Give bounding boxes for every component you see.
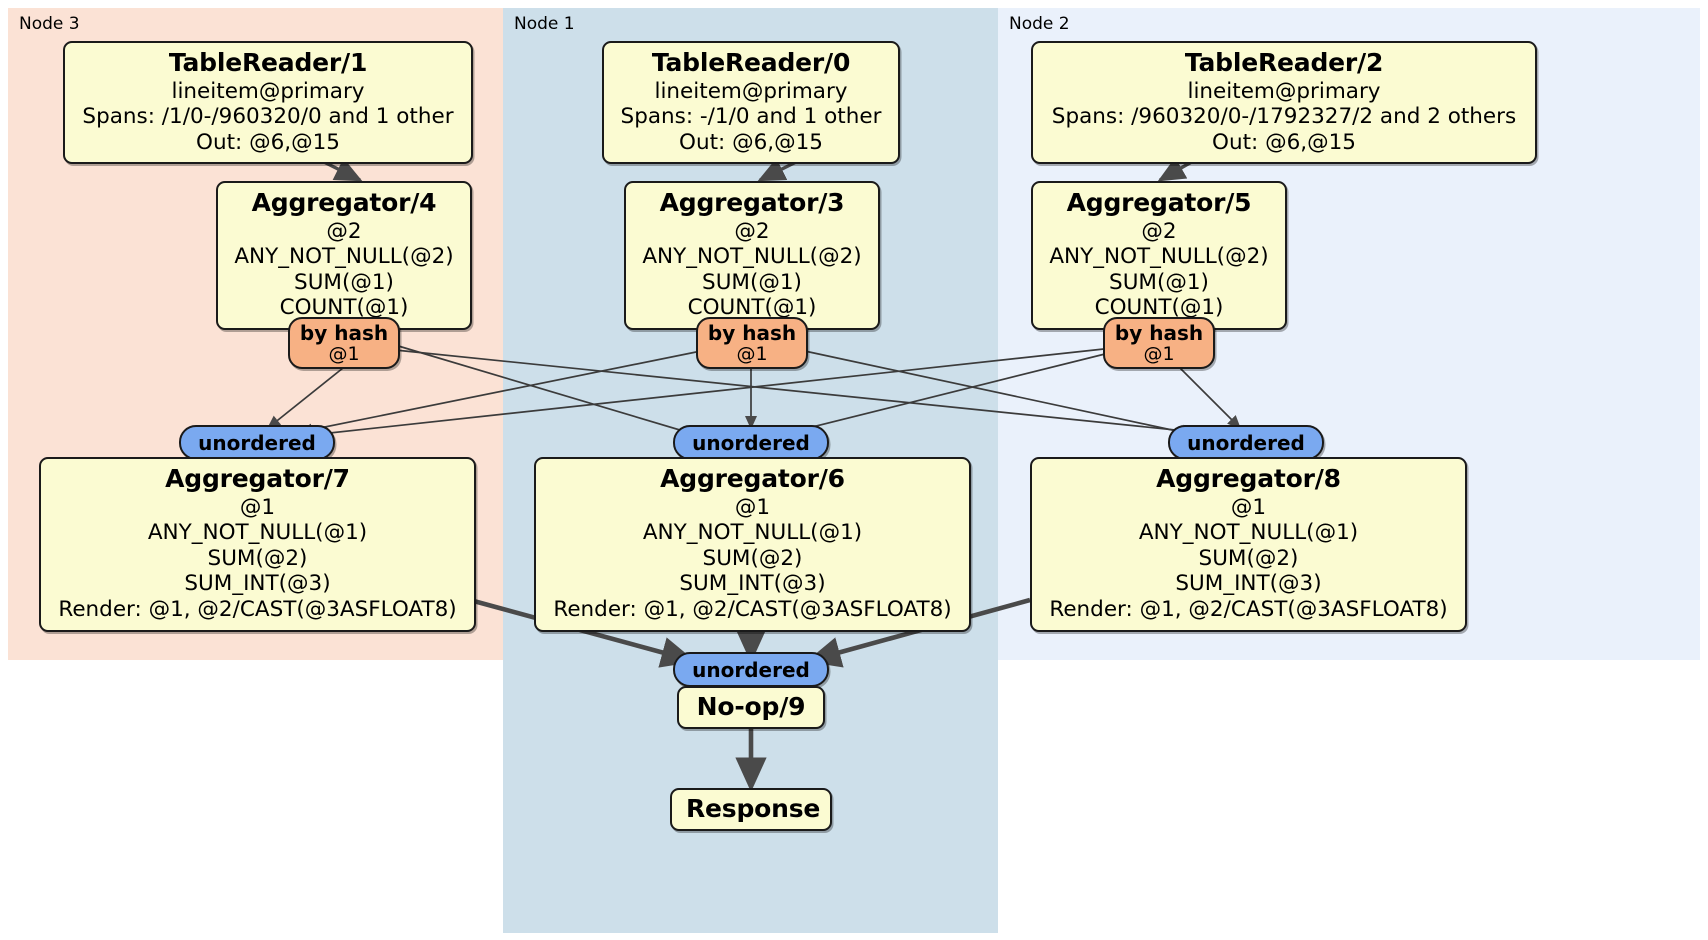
processor-line: COUNT(@1)	[687, 295, 817, 321]
processor-line: ANY_NOT_NULL(@2)	[1049, 244, 1269, 270]
processor-title: Response	[686, 794, 821, 823]
processor-response[interactable]: Response	[670, 788, 832, 831]
router-title: unordered	[198, 431, 316, 455]
router-subtitle: @1	[328, 343, 360, 366]
processor-line: @2	[1141, 218, 1177, 244]
processor-line: lineitem@primary	[1187, 78, 1381, 104]
router-unordered-left[interactable]: unordered	[179, 425, 335, 460]
processor-line: Spans: -/1/0 and 1 other	[620, 104, 882, 130]
processor-tablereader-0[interactable]: TableReader/0 lineitem@primary Spans: -/…	[602, 41, 900, 165]
processor-line: @2	[734, 218, 770, 244]
processor-aggregator-4[interactable]: Aggregator/4 @2 ANY_NOT_NULL(@2) SUM(@1)…	[216, 181, 472, 331]
processor-line: SUM(@1)	[1109, 269, 1209, 295]
processor-line: Render: @1, @2/CAST(@3ASFLOAT8)	[1049, 597, 1448, 623]
processor-line: @2	[326, 218, 362, 244]
processor-line: ANY_NOT_NULL(@1)	[147, 520, 368, 546]
processor-title: Aggregator/4	[251, 188, 437, 217]
region-node-3-label: Node 3	[19, 14, 80, 34]
processor-line: ANY_NOT_NULL(@1)	[642, 520, 863, 546]
processor-line: Out: @6,@15	[1212, 129, 1356, 155]
processor-line: SUM_INT(@3)	[679, 571, 826, 597]
processor-aggregator-8[interactable]: Aggregator/8 @1 ANY_NOT_NULL(@1) SUM(@2)…	[1030, 457, 1467, 632]
processor-tablereader-2[interactable]: TableReader/2 lineitem@primary Spans: /9…	[1031, 41, 1537, 165]
processor-line: COUNT(@1)	[1094, 295, 1224, 321]
processor-line: Out: @6,@15	[679, 129, 823, 155]
router-by-hash-right[interactable]: by hash @1	[1103, 317, 1215, 369]
processor-line: Spans: /960320/0-/1792327/2 and 2 others	[1051, 104, 1517, 130]
region-node-1-label: Node 1	[514, 14, 575, 34]
router-title: by hash	[1114, 321, 1204, 345]
router-subtitle: @1	[736, 343, 768, 366]
processor-line: SUM_INT(@3)	[1175, 571, 1322, 597]
processor-line: SUM(@2)	[207, 545, 308, 571]
processor-line: SUM(@2)	[702, 545, 803, 571]
processor-title: Aggregator/5	[1066, 188, 1252, 217]
processor-line: Render: @1, @2/CAST(@3ASFLOAT8)	[58, 597, 457, 623]
processor-line: lineitem@primary	[171, 78, 365, 104]
router-subtitle: @1	[1143, 343, 1175, 366]
processor-line: SUM(@1)	[702, 269, 802, 295]
processor-line: SUM(@2)	[1198, 545, 1299, 571]
processor-title: TableReader/2	[1184, 48, 1384, 77]
processor-title: Aggregator/3	[659, 188, 845, 217]
processor-line: ANY_NOT_NULL(@2)	[642, 244, 862, 270]
processor-line: @1	[239, 494, 276, 520]
processor-line: ANY_NOT_NULL(@2)	[234, 244, 454, 270]
region-node-2-label: Node 2	[1009, 14, 1070, 34]
processor-title: No-op/9	[696, 692, 806, 721]
processor-line: @1	[734, 494, 771, 520]
processor-aggregator-5[interactable]: Aggregator/5 @2 ANY_NOT_NULL(@2) SUM(@1)…	[1031, 181, 1287, 331]
processor-line: Render: @1, @2/CAST(@3ASFLOAT8)	[553, 597, 952, 623]
processor-aggregator-3[interactable]: Aggregator/3 @2 ANY_NOT_NULL(@2) SUM(@1)…	[624, 181, 880, 331]
processor-line: lineitem@primary	[654, 78, 848, 104]
processor-title: TableReader/0	[651, 48, 851, 77]
processor-line: Out: @6,@15	[196, 129, 340, 155]
processor-line: @1	[1230, 494, 1267, 520]
router-unordered-final[interactable]: unordered	[673, 652, 829, 687]
processor-aggregator-6[interactable]: Aggregator/6 @1 ANY_NOT_NULL(@1) SUM(@2)…	[534, 457, 971, 632]
router-title: by hash	[707, 321, 797, 345]
router-title: unordered	[692, 431, 810, 455]
router-unordered-mid[interactable]: unordered	[673, 425, 829, 460]
router-title: unordered	[692, 658, 810, 682]
processor-title: Aggregator/6	[660, 464, 845, 493]
processor-title: TableReader/1	[168, 48, 368, 77]
processor-no-op-9[interactable]: No-op/9	[677, 686, 825, 729]
processor-line: COUNT(@1)	[279, 295, 409, 321]
processor-title: Aggregator/7	[165, 464, 350, 493]
processor-line: ANY_NOT_NULL(@1)	[1138, 520, 1359, 546]
router-by-hash-left[interactable]: by hash @1	[288, 317, 400, 369]
router-by-hash-mid[interactable]: by hash @1	[696, 317, 808, 369]
router-title: by hash	[299, 321, 389, 345]
router-unordered-right[interactable]: unordered	[1168, 425, 1324, 460]
processor-aggregator-7[interactable]: Aggregator/7 @1 ANY_NOT_NULL(@1) SUM(@2)…	[39, 457, 476, 632]
processor-line: SUM(@1)	[294, 269, 394, 295]
router-title: unordered	[1187, 431, 1305, 455]
processor-title: Aggregator/8	[1156, 464, 1341, 493]
processor-line: Spans: /1/0-/960320/0 and 1 other	[82, 104, 454, 130]
processor-line: SUM_INT(@3)	[184, 571, 331, 597]
processor-tablereader-1[interactable]: TableReader/1 lineitem@primary Spans: /1…	[63, 41, 473, 165]
